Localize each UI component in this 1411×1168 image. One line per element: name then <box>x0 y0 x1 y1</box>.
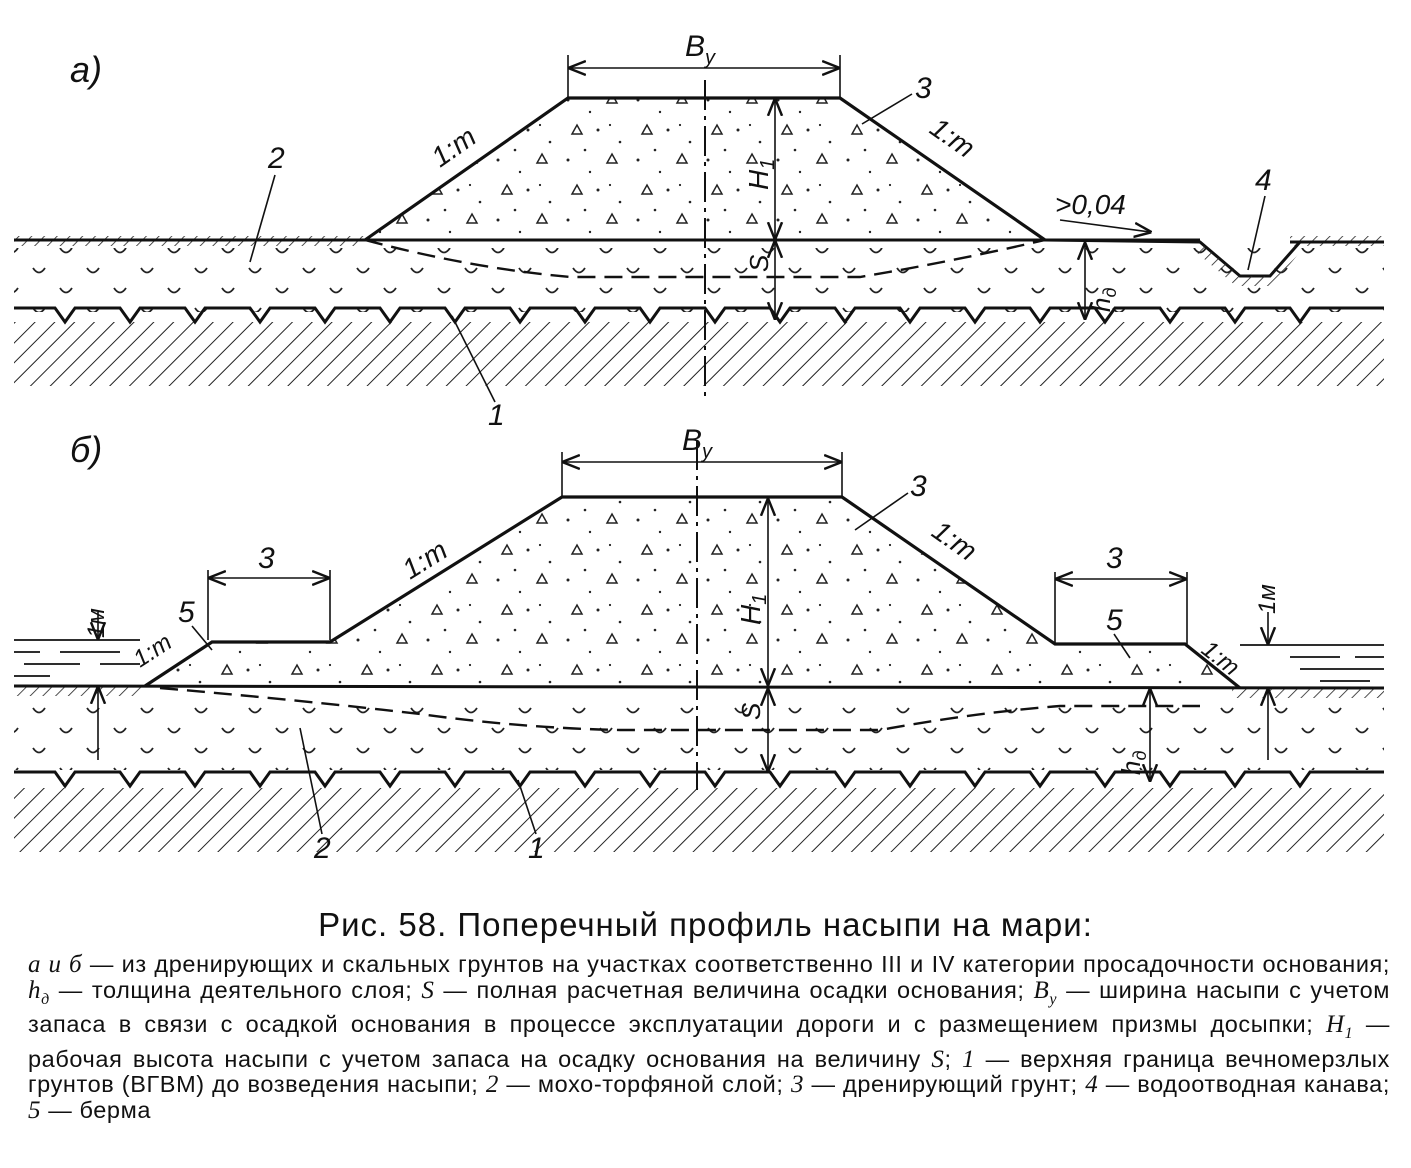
panel-b-water-left <box>14 639 140 677</box>
panel-a-permafrost-boundary <box>14 306 1384 325</box>
caption-seg: — из дренирующих и скальных грунтов на у… <box>82 951 1390 977</box>
panel-b-callout-3: 3 <box>910 470 927 503</box>
panel-b-surface-hatch-right <box>1232 688 1384 698</box>
caption-seg: а и б <box>28 951 83 978</box>
caption-seg: — рабочая высота насыпи с учетом запаса … <box>28 1011 1390 1072</box>
panel-b-callout-1: 1 <box>528 832 545 865</box>
panel-b-callout-2: 2 <box>313 832 331 865</box>
panel-b-callout-5-left: 5 <box>178 596 195 629</box>
caption-seg: — берма <box>41 1096 152 1123</box>
caption-seg: — полная расчетная величина осадки основ… <box>434 976 1034 1003</box>
panel-a-active-label: hд <box>1086 288 1120 312</box>
panel-a-moss-peat-layer <box>14 248 1384 312</box>
panel-b-surface-hatch-left <box>14 686 144 696</box>
panel-a: а) Bу H1 S <box>14 30 1384 432</box>
panel-b-berm-right-width: 3 <box>1106 542 1123 575</box>
panel-a-height-label: H1 <box>743 159 779 190</box>
caption-seg: — верхняя граница вечномерзлых грунтов (… <box>28 1045 1391 1098</box>
panel-a-slope-right: 1:m <box>925 112 981 164</box>
caption-seg: 1 <box>962 1045 976 1073</box>
panel-a-grade-label: >0,04 <box>1055 189 1126 220</box>
panel-a-leader-2 <box>249 174 276 263</box>
caption-seg: — дренирующий грунт; <box>804 1071 1086 1098</box>
panel-b-water-left-label: 1м <box>83 608 110 638</box>
caption-seg: — мохо-торфяной слой; <box>498 1071 791 1098</box>
caption-seg: S <box>421 976 435 1004</box>
panel-b-water-right <box>1240 644 1384 682</box>
panel-b-slope-main-right: 1:m <box>927 515 983 567</box>
panel-b-height-label: H1 <box>735 594 771 625</box>
panel-b-leader-2 <box>299 727 323 835</box>
panel-b-width-label: Bу <box>682 424 713 463</box>
figure-caption-title: Рис. 58. Поперечный профиль насыпи на ма… <box>318 906 1093 943</box>
panel-a-width-label: Bу <box>685 30 716 69</box>
panel-b-ground-surface <box>13 684 1385 690</box>
panel-a-embankment-fill <box>365 98 1045 240</box>
caption-seg: hд <box>28 976 50 1008</box>
panel-b-leader-1 <box>517 779 537 835</box>
figure-caption-body: а и б — из дренирующих и скальных грунто… <box>28 951 1391 1124</box>
panel-b-label: б) <box>70 429 102 470</box>
panel-a-leader-1 <box>451 315 496 403</box>
panel-a-callout-3: 3 <box>915 72 932 105</box>
panel-a-settle-label: S <box>744 254 774 272</box>
panel-b-leader-5-left <box>191 625 213 651</box>
caption-seg: ; <box>944 1045 963 1072</box>
panel-b: б) <box>13 424 1385 865</box>
panel-b-permafrost-hatch <box>14 788 1384 852</box>
panel-a-callout-2: 2 <box>267 142 285 175</box>
panel-a-settled-base-line <box>364 238 1046 279</box>
panel-b-settle-label: S <box>736 702 766 720</box>
caption-seg: — толщина деятельного слоя; <box>49 976 422 1003</box>
panel-a-label: а) <box>70 49 102 90</box>
panel-a-callout-4: 4 <box>1255 164 1272 197</box>
panel-a-callout-1: 1 <box>488 399 505 432</box>
panel-a-leader-3 <box>861 93 913 125</box>
caption-seg: 4 <box>1085 1071 1099 1099</box>
panel-b-embankment-fill <box>145 497 1240 688</box>
panel-a-leader-4 <box>1247 195 1266 271</box>
caption-seg: 2 <box>485 1071 499 1099</box>
caption-seg: S <box>931 1045 945 1073</box>
panel-b-leader-5-right <box>1113 633 1131 659</box>
panel-b-slope-berm-left: 1:m <box>129 629 177 673</box>
panel-b-leader-3 <box>854 492 909 531</box>
panel-b-moss-peat-layer <box>14 700 1384 770</box>
caption-seg: 5 <box>28 1096 42 1124</box>
panel-b-active-label: hд <box>1116 751 1150 775</box>
panel-a-ditch-hatch <box>1196 242 1300 286</box>
embankment-cross-section-figure: а) Bу H1 S <box>13 30 1385 865</box>
panel-b-callout-5-right: 5 <box>1106 604 1123 637</box>
panel-b-embankment-outline <box>144 495 1241 690</box>
panel-b-berm-left-width: 3 <box>258 542 275 575</box>
panel-a-permafrost-hatch <box>14 322 1384 386</box>
caption-seg: — ширина насыпи с учетом запаса в связи … <box>28 976 1391 1038</box>
panel-a-grade-arrow <box>1059 219 1150 232</box>
panel-b-water-right-label: 1м <box>1254 584 1281 614</box>
panel-b-permafrost-boundary <box>14 770 1384 789</box>
panel-b-settled-base-line <box>159 686 1200 732</box>
caption-seg: H1 <box>1325 1011 1354 1043</box>
caption-seg: — водоотводная канава; <box>1098 1071 1390 1098</box>
caption-seg: Bу <box>1033 976 1058 1008</box>
caption-seg: 3 <box>790 1071 805 1099</box>
